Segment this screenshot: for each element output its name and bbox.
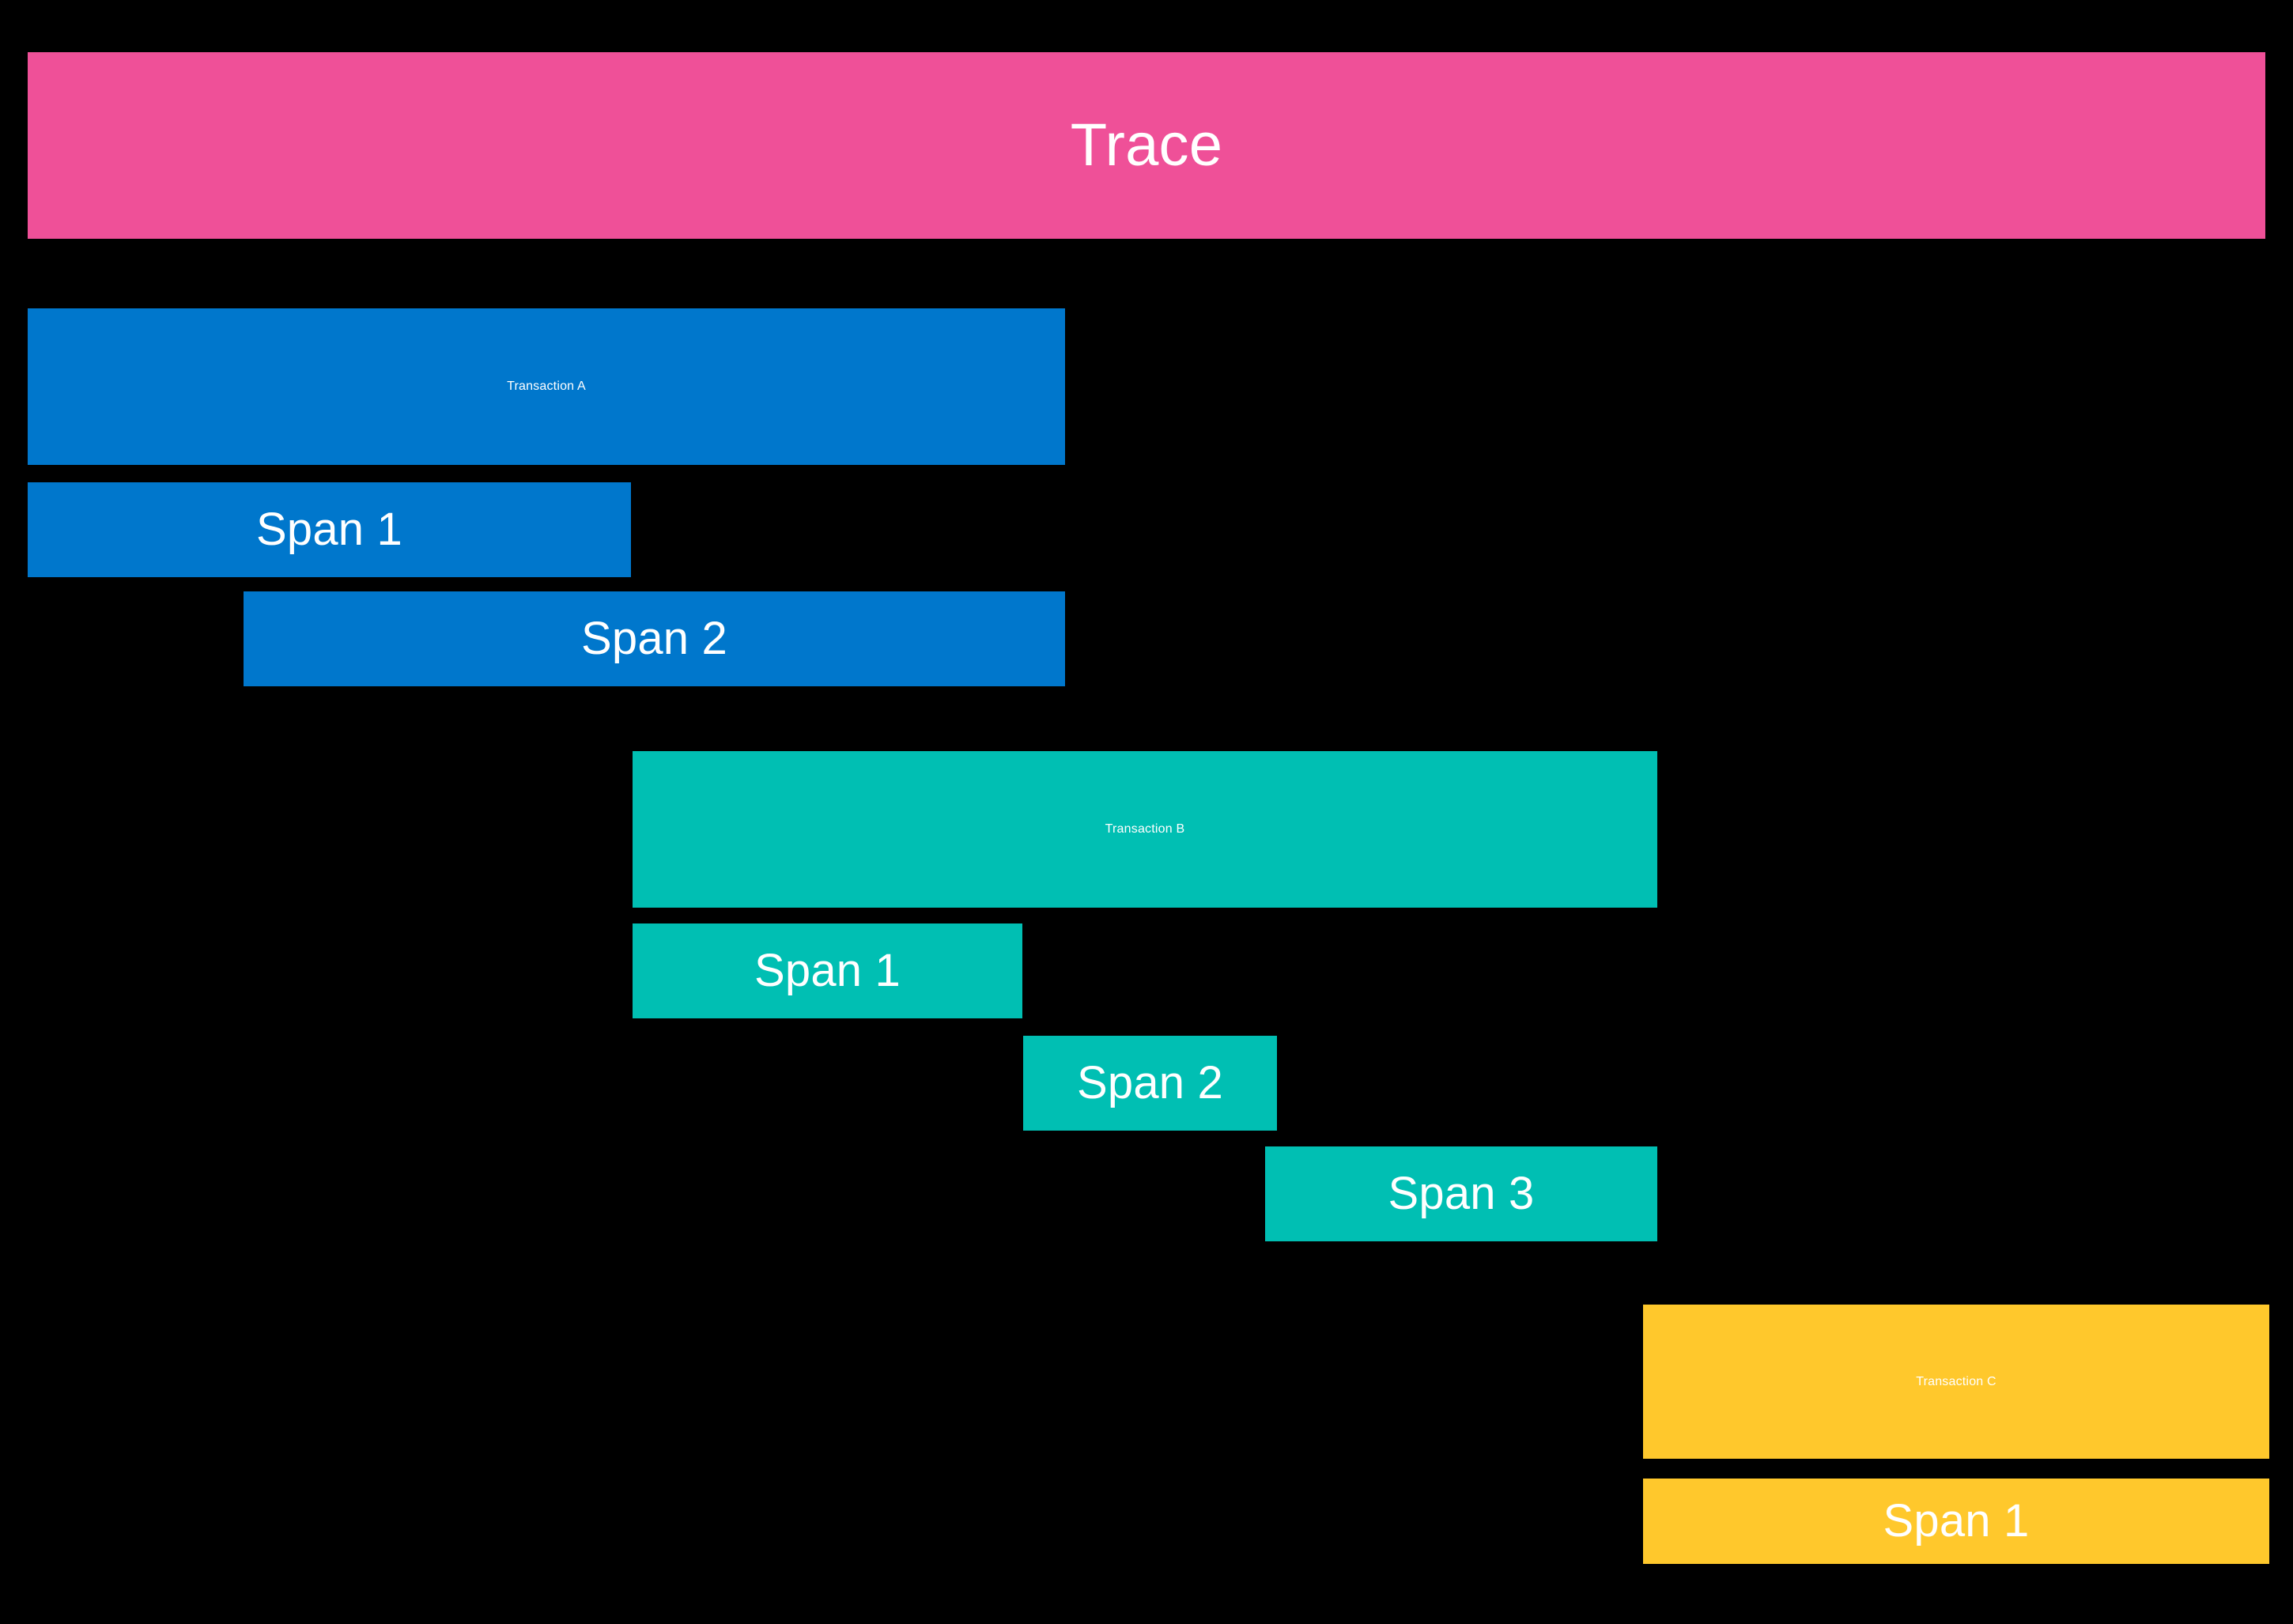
trace-label: Trace	[1070, 111, 1223, 179]
bar-transaction-a-span-2[interactable]: Span 2	[244, 591, 1065, 686]
transaction-b-span-2-label: Span 2	[1076, 1057, 1224, 1108]
bar-transaction-b-span-1[interactable]: Span 1	[633, 923, 1022, 1018]
bar-transaction-a-span-1[interactable]: Span 1	[28, 482, 631, 577]
bar-transaction-b-span-3[interactable]: Span 3	[1265, 1146, 1657, 1241]
bar-transaction-b-span-2[interactable]: Span 2	[1023, 1036, 1277, 1131]
bar-transaction-c[interactable]: Transaction C	[1643, 1305, 2269, 1459]
transaction-a-span-2-label: Span 2	[580, 613, 728, 664]
bar-transaction-c-span-1[interactable]: Span 1	[1643, 1479, 2269, 1564]
transaction-a-span-1-label: Span 1	[255, 504, 403, 555]
bar-transaction-a[interactable]: Transaction A	[28, 308, 1065, 465]
transaction-b-span-1-label: Span 1	[754, 945, 901, 996]
transaction-b-label: Transaction B	[1105, 822, 1185, 836]
bar-trace[interactable]: Trace	[28, 52, 2265, 239]
transaction-c-span-1-label: Span 1	[1883, 1495, 2030, 1547]
transaction-c-label: Transaction C	[1916, 1374, 1996, 1388]
bar-transaction-b[interactable]: Transaction B	[633, 751, 1657, 908]
transaction-b-span-3-label: Span 3	[1388, 1168, 1535, 1219]
transaction-a-label: Transaction A	[507, 380, 586, 393]
